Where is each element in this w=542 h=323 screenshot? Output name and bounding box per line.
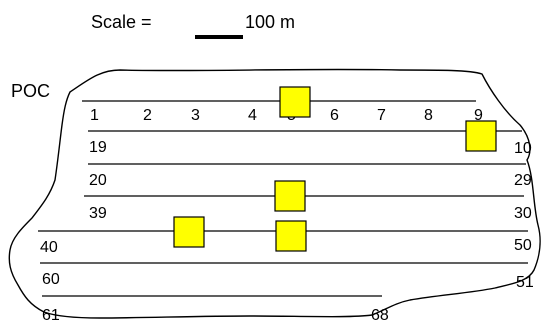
station-label: 61 (42, 307, 60, 323)
scale-value: 100 m (245, 12, 295, 32)
station-label: 60 (42, 271, 60, 288)
sample-square (173, 216, 205, 248)
station-label: 9 (474, 107, 483, 124)
station-label: 1 (90, 107, 99, 124)
station-label: 10 (514, 140, 532, 157)
sample-square (274, 180, 306, 212)
station-label: 20 (89, 172, 107, 189)
study-area-boundary (8, 68, 541, 319)
area-label: POC (11, 81, 50, 101)
station-label: 51 (516, 274, 534, 291)
station-label: 40 (40, 239, 58, 256)
station-label: 29 (514, 172, 532, 189)
sample-square (465, 120, 497, 152)
sample-square (279, 86, 311, 118)
station-label: 39 (89, 205, 107, 222)
station-label: 8 (424, 107, 433, 124)
station-label: 30 (514, 205, 532, 222)
station-label: 68 (371, 307, 389, 323)
scale-prefix: Scale = (91, 12, 152, 32)
station-label: 3 (191, 107, 200, 124)
sample-squares (173, 86, 497, 252)
station-label: 4 (248, 107, 257, 124)
station-label: 2 (143, 107, 152, 124)
transect-end-labels: 19 10 20 29 39 30 40 50 60 51 61 68 (40, 139, 534, 323)
station-label: 50 (514, 237, 532, 254)
station-label: 7 (377, 107, 386, 124)
station-label: 6 (330, 107, 339, 124)
sample-square (275, 220, 307, 252)
station-label: 19 (89, 139, 107, 156)
